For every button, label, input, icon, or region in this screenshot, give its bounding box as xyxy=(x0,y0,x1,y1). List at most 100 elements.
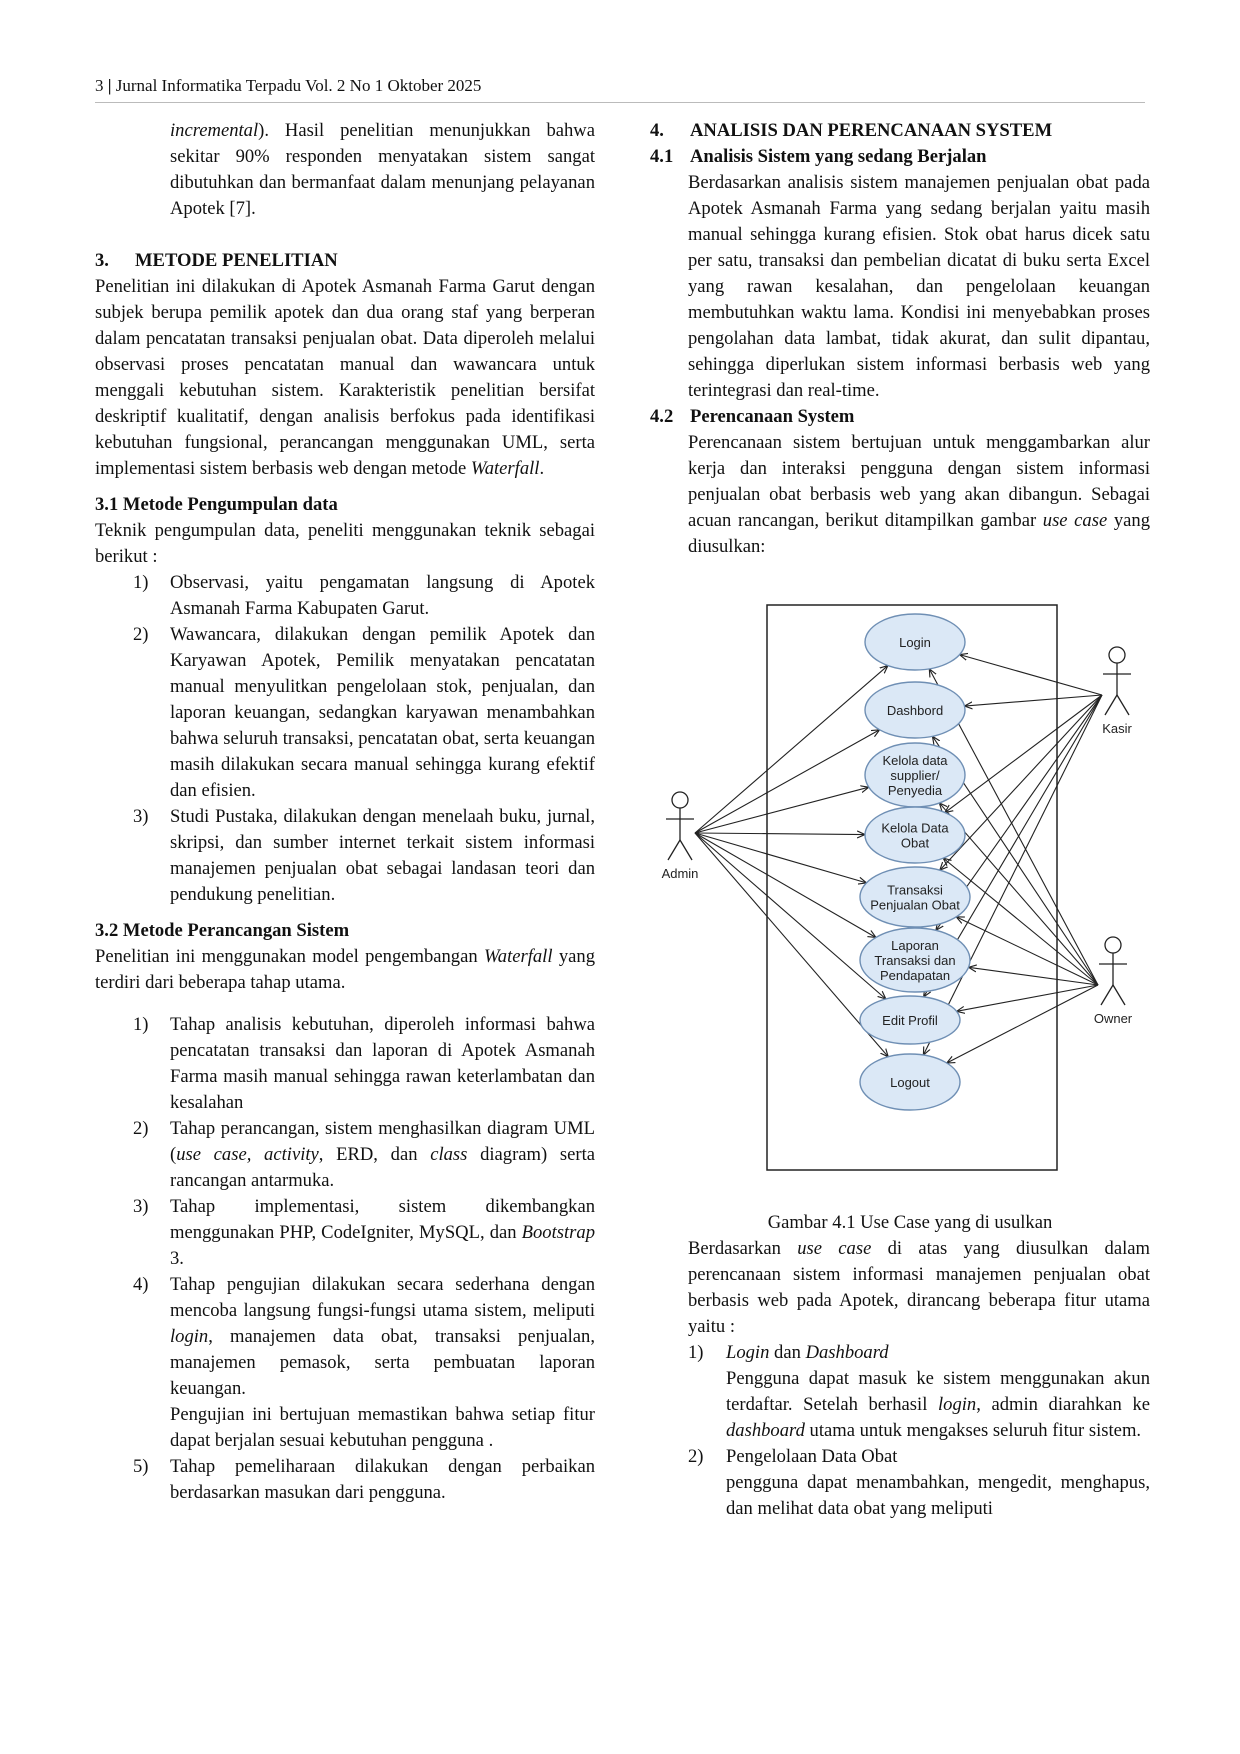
data-collection-list: 1)Observasi, yaitu pengamatan langsung d… xyxy=(95,570,595,908)
list-item: 5)Tahap pemeliharaan dilakukan dengan pe… xyxy=(95,1454,595,1506)
section-3-paragraph: Penelitian ini dilakukan di Apotek Asman… xyxy=(95,274,595,482)
italic-term: login xyxy=(937,1394,977,1415)
italic-term: Waterfall xyxy=(483,946,553,967)
text-run: diagram) serta rancangan antarmuka. xyxy=(170,1144,595,1191)
use-case-login xyxy=(864,613,966,671)
feature-body: Pengguna dapat masuk ke sistem menggunak… xyxy=(726,1366,1150,1444)
text-run: Penelitian ini menggunakan model pengemb… xyxy=(95,946,484,967)
association-owner-laporan xyxy=(969,967,1099,986)
association-admin-laporan xyxy=(694,832,876,937)
use-case-profil xyxy=(859,995,961,1045)
association-owner-transaksi xyxy=(956,917,1099,986)
list-text: Tahap pengujian dilakukan secara sederha… xyxy=(170,1272,595,1402)
left-column: incremental). Hasil penelitian menunjukk… xyxy=(95,118,595,1506)
text-run: . xyxy=(539,458,545,479)
section-4-1-paragraph: Berdasarkan analisis sistem manajemen pe… xyxy=(688,172,1150,401)
use-case-transaksi xyxy=(859,866,971,928)
association-kasir-dashbord xyxy=(964,694,1103,706)
continued-paragraph: incremental). Hasil penelitian menunjukk… xyxy=(95,118,595,222)
italic-term: use case xyxy=(1042,510,1108,531)
italic-term: Waterfall xyxy=(470,458,540,479)
list-item: 1)Tahap analisis kebutuhan, diperoleh in… xyxy=(95,1012,595,1116)
association-kasir-logout xyxy=(923,694,1103,1055)
use-case-label-supplier: supplier/ xyxy=(890,768,940,783)
system-boundary xyxy=(766,604,1058,1171)
actor-label-owner: Owner xyxy=(1094,1011,1133,1026)
association-owner-profil xyxy=(957,984,1099,1011)
text-run: Wawancara, dilakukan dengan pemilik Apot… xyxy=(170,624,595,801)
header-separator: | xyxy=(107,76,112,95)
text-run: yang terdiri dari beberapa tahap utama. xyxy=(95,946,595,993)
section-4-heading: 4.ANALISIS DAN PERENCANAAN SYSTEM xyxy=(650,120,1053,141)
list-text: Studi Pustaka, dilakukan dengan menelaah… xyxy=(170,804,595,908)
association-kasir-transaksi xyxy=(940,694,1103,870)
page-number: 3 xyxy=(95,76,104,95)
section-3-heading: 3.METODE PENELITIAN xyxy=(95,250,338,271)
text-run: Tahap perancangan, sistem menghasilkan d… xyxy=(170,1118,595,1165)
use-case-logout xyxy=(859,1053,961,1111)
association-admin-logout xyxy=(694,832,888,1057)
italic-term: incremental xyxy=(170,120,259,141)
list-number: 4) xyxy=(133,1274,149,1295)
list-item: 3) Tahap implementasi, sistem dikembangka… xyxy=(95,1194,595,1272)
list-item: 2) Wawancara, dilakukan dengan pemilik Ap… xyxy=(95,622,595,804)
text-run: Berdasarkan xyxy=(688,1238,798,1259)
text-run: Penelitian ini dilakukan di Apotek Asman… xyxy=(95,276,595,479)
text-run: Tahap pengujian dilakukan secara sederha… xyxy=(170,1274,595,1321)
italic-term: Dashboard xyxy=(805,1342,889,1363)
actor-owner: Owner xyxy=(1094,936,1133,1026)
text-run: pengguna dapat menambahkan, mengedit, me… xyxy=(726,1472,1150,1519)
use-case-label-supplier: Penyedia xyxy=(888,783,943,798)
list-number: 2) xyxy=(133,624,149,645)
section-3-1-intro: Teknik pengumpulan data, peneliti menggu… xyxy=(95,520,595,567)
section-3-1-heading: 3.1 Metode Pengumpulan data xyxy=(95,494,338,515)
italic-term: use case, activity xyxy=(176,1144,319,1165)
section-4-2-paragraph: Perencanaan sistem bertujuan untuk mengg… xyxy=(650,430,1150,560)
after-figure-paragraph: Berdasarkan use case di atas yang diusul… xyxy=(650,1236,1150,1340)
use-case-label-laporan: Laporan xyxy=(891,938,939,953)
association-admin-supplier xyxy=(694,787,869,834)
association-admin-transaksi xyxy=(694,832,866,883)
list-number: 2) xyxy=(133,1118,149,1139)
use-case-label-supplier: Kelola data xyxy=(882,753,948,768)
list-item: 1)Observasi, yaitu pengamatan langsung d… xyxy=(95,570,595,622)
list-number: 3) xyxy=(133,806,149,827)
list-extra: Pengujian ini bertujuan memastikan bahwa… xyxy=(170,1404,595,1451)
use-case-label-obat: Obat xyxy=(901,836,930,851)
list-number: 3) xyxy=(133,1196,149,1217)
actor-kasir: Kasir xyxy=(1102,646,1132,736)
association-admin-dashbord xyxy=(694,730,880,834)
use-case-label-laporan: Pendapatan xyxy=(880,968,950,983)
use-case-label-logout: Logout xyxy=(890,1075,930,1090)
italic-term: dashboard xyxy=(726,1420,805,1441)
use-case-label-transaksi: Penjualan Obat xyxy=(870,898,960,913)
actor-label-admin: Admin xyxy=(662,866,699,881)
use-case-dashbord xyxy=(864,681,966,739)
italic-term: Login xyxy=(726,1342,770,1363)
waterfall-steps-list: 1)Tahap analisis kebutuhan, diperoleh in… xyxy=(95,1012,595,1506)
association-admin-login xyxy=(694,666,888,834)
feature-number: 1) xyxy=(688,1342,704,1363)
feature-number: 2) xyxy=(688,1446,704,1467)
list-text: Observasi, yaitu pengamatan langsung di … xyxy=(170,570,595,622)
text-run: ). Hasil penelitian menunjukkan bahwa se… xyxy=(170,120,595,219)
actor-label-kasir: Kasir xyxy=(1102,721,1132,736)
feature-body: pengguna dapat menambahkan, mengedit, me… xyxy=(726,1470,1150,1522)
list-number: 5) xyxy=(133,1456,149,1477)
use-case-label-transaksi: Transaksi xyxy=(887,883,943,898)
list-text: Tahap analisis kebutuhan, diperoleh info… xyxy=(170,1012,595,1116)
use-case-laporan xyxy=(859,927,971,993)
list-text: Tahap implementasi, sistem dikembangkan … xyxy=(170,1194,595,1272)
text-run: Pengguna dapat masuk ke sistem menggunak… xyxy=(726,1368,1150,1415)
list-item: 2) Tahap perancangan, sistem menghasilkan… xyxy=(95,1116,595,1194)
text-run: Observasi, yaitu pengamatan langsung di … xyxy=(170,572,595,619)
use-case-label-obat: Kelola Data xyxy=(881,821,949,836)
association-owner-obat xyxy=(943,858,1099,986)
